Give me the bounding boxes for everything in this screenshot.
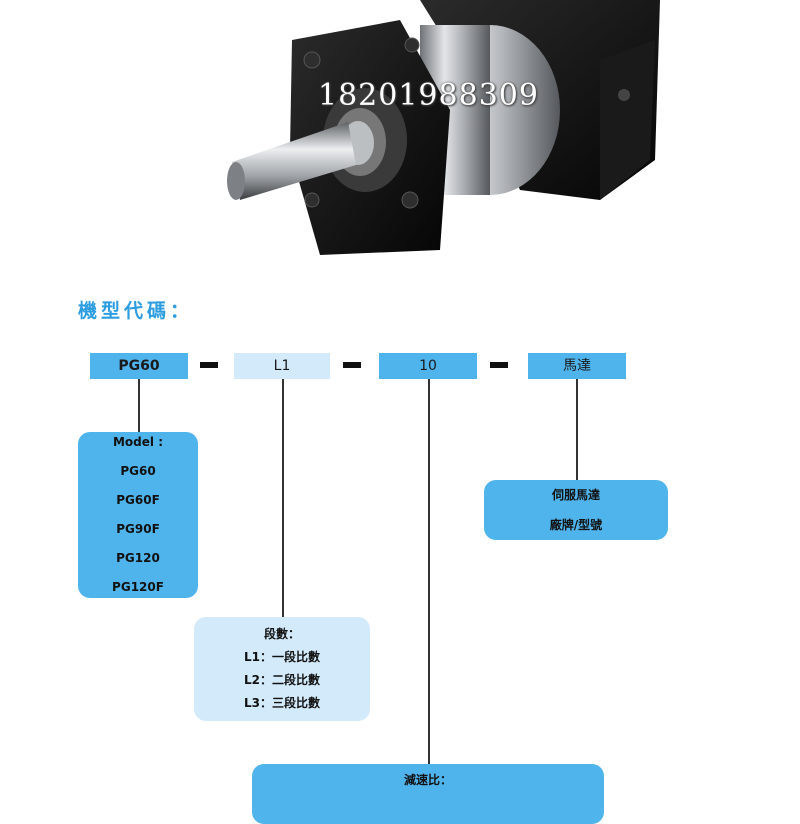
phone-watermark: 18201988309 <box>318 78 539 113</box>
motor-options-box: 伺服馬達 廠牌/型號 <box>484 480 668 540</box>
code-ratio-box: 10 <box>379 353 477 379</box>
planetary-gearbox-image <box>227 0 660 255</box>
connector-line <box>428 379 430 764</box>
connector-line <box>576 379 578 480</box>
stage-option: L1：一段比數 <box>244 650 320 664</box>
connector-line <box>138 379 140 432</box>
model-option: PG60 <box>120 464 156 478</box>
code-model-box: PG60 <box>90 353 188 379</box>
product-photo: 18201988309 <box>0 0 800 270</box>
stage-option: L3：三段比數 <box>244 696 320 710</box>
motor-option: 廠牌/型號 <box>549 518 603 532</box>
stage-options-title: 段數： <box>263 627 300 641</box>
ratio-options-box: 減速比： <box>252 764 604 824</box>
code-model-label: PG60 <box>118 358 160 374</box>
separator-dash <box>343 362 361 368</box>
code-stage-box: L1 <box>234 353 330 379</box>
stage-option: L2：二段比數 <box>244 673 320 687</box>
model-options-box: Model : PG60 PG60F PG90F PG120 PG120F <box>78 432 198 598</box>
model-options-title: Model : <box>112 435 163 449</box>
separator-dash <box>200 362 218 368</box>
model-option: PG90F <box>116 522 160 536</box>
model-option: PG60F <box>116 493 160 507</box>
connector-line <box>282 379 284 617</box>
code-stage-label: L1 <box>273 358 291 374</box>
model-option: PG120F <box>112 580 164 594</box>
code-motor-box: 馬達 <box>528 353 626 379</box>
ratio-options-title: 減速比： <box>403 773 452 787</box>
separator-dash <box>490 362 508 368</box>
motor-option: 伺服馬達 <box>551 488 600 502</box>
code-motor-label: 馬達 <box>563 358 591 374</box>
code-ratio-label: 10 <box>419 358 437 374</box>
model-option: PG120 <box>116 551 160 565</box>
stage-options-box: 段數： L1：一段比數 L2：二段比數 L3：三段比數 <box>194 617 370 721</box>
section-title: 機型代碼： <box>78 300 194 322</box>
